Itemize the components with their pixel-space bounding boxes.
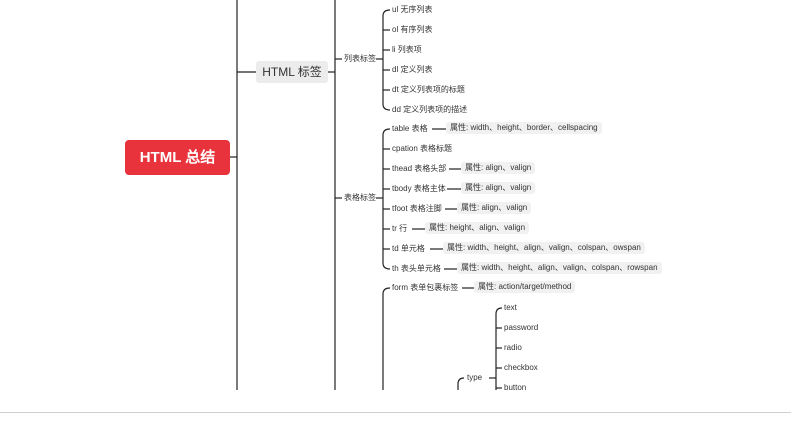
form-node[interactable]: form 表单包裹标签 [392,283,459,292]
tr-attr-node[interactable]: 属性: height、align、valign [425,222,530,234]
tbody-attr-node[interactable]: 属性: align、valign [461,182,536,194]
type-password-node[interactable]: password [504,323,539,332]
li-node[interactable]: li 列表项 [392,45,422,54]
ol-node[interactable]: ol 有序列表 [392,25,433,34]
root-node[interactable]: HTML 总结 [125,140,230,175]
dd-node[interactable]: dd 定义列表项的描述 [392,105,468,114]
type-checkbox-node[interactable]: checkbox [504,363,538,372]
table-node[interactable]: table 表格 [392,124,428,133]
form-attr-node[interactable]: 属性: action/target/method [474,281,576,293]
td-node[interactable]: td 单元格 [392,244,425,253]
caption-node[interactable]: cpation 表格标题 [392,144,453,153]
ul-node[interactable]: ul 无序列表 [392,5,433,14]
bottom-divider [0,412,791,413]
html-tags-node[interactable]: HTML 标签 [256,61,328,83]
tfoot-node[interactable]: tfoot 表格注脚 [392,204,442,213]
list-tags-node[interactable]: 列表标签 [344,54,376,63]
table-attr-node[interactable]: 属性: width、height、border、cellspacing [446,122,602,134]
th-node[interactable]: th 表头单元格 [392,264,441,273]
type-text-node[interactable]: text [504,303,517,312]
dt-node[interactable]: dt 定义列表项的标题 [392,85,465,94]
tfoot-attr-node[interactable]: 属性: align、valign [457,202,532,214]
td-attr-node[interactable]: 属性: width、height、align、valign、colspan、ow… [443,242,645,254]
thead-node[interactable]: thead 表格头部 [392,164,447,173]
dl-node[interactable]: dl 定义列表 [392,65,433,74]
table-tags-node[interactable]: 表格标签 [344,193,376,202]
tbody-node[interactable]: tbody 表格主体 [392,184,446,193]
type-node[interactable]: type [467,373,483,382]
tr-node[interactable]: tr 行 [392,224,408,233]
type-radio-node[interactable]: radio [504,343,522,352]
bottom-mask [0,390,791,427]
type-button-node[interactable]: button [504,383,527,390]
thead-attr-node[interactable]: 属性: align、valign [461,162,536,174]
th-attr-node[interactable]: 属性: width、height、align、valign、colspan、ro… [457,262,662,274]
